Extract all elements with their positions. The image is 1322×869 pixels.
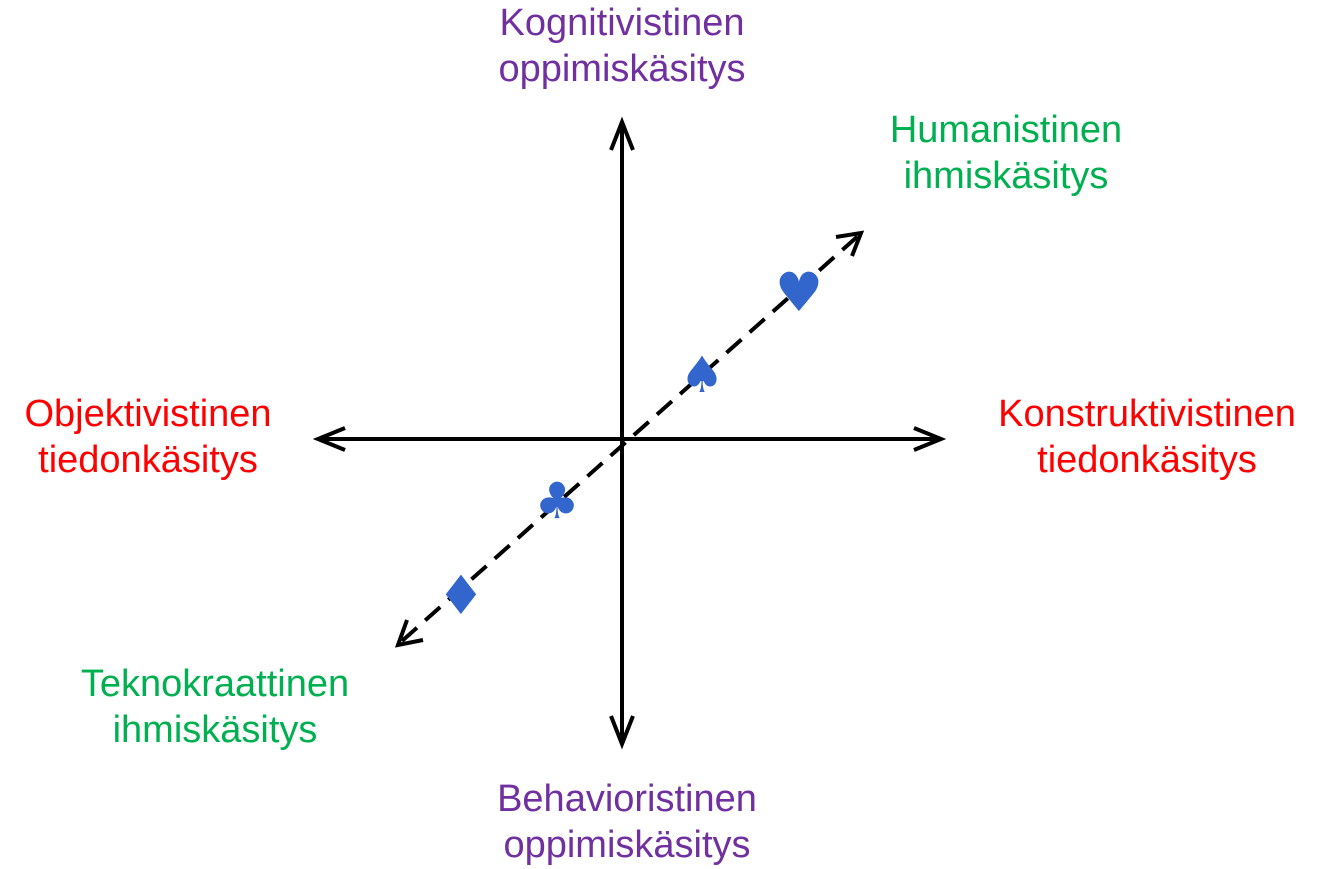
spade-icon: ♠ — [680, 346, 725, 404]
diagonal-axis-upper-arrowhead — [835, 230, 865, 257]
bottom-axis-label-line1: Behavioristinen — [497, 778, 757, 820]
diagonal-axis — [400, 234, 860, 643]
lower-left-axis-label: Teknokraattinen ihmiskäsitys — [45, 661, 385, 753]
bottom-axis-label: Behavioristinen oppimiskäsitys — [477, 776, 777, 868]
horizontal-axis-right-arrowhead — [913, 426, 947, 452]
top-axis-label: Kognitivistinen oppimiskäsitys — [482, 0, 762, 92]
diagonal-axis-lower-arrowhead — [394, 619, 424, 648]
bottom-axis-label-line2: oppimiskäsitys — [503, 824, 751, 866]
left-axis-label-line2: tiedonkäsitys — [38, 439, 258, 481]
top-axis-label-line1: Kognitivistinen — [499, 2, 745, 44]
lower-left-axis-label-line2: ihmiskäsitys — [112, 709, 318, 751]
horizontal-axis-left-arrowhead — [312, 426, 346, 452]
vertical-axis-bottom-arrowhead — [609, 715, 635, 750]
lower-left-axis-label-line1: Teknokraattinen — [80, 663, 350, 705]
right-axis-label-line2: tiedonkäsitys — [1037, 439, 1257, 481]
right-axis-label-line1: Konstruktivistinen — [998, 393, 1296, 435]
diamond-icon: ♦ — [437, 564, 485, 627]
vertical-axis-top-arrowhead — [609, 116, 635, 151]
upper-right-axis-label-line2: ihmiskäsitys — [903, 155, 1109, 197]
upper-right-axis-label-line1: Humanistinen — [889, 109, 1123, 151]
top-axis-label-line2: oppimiskäsitys — [498, 48, 746, 90]
heart-icon: ♥ — [775, 261, 823, 324]
upper-right-axis-label: Humanistinen ihmiskäsitys — [861, 107, 1151, 199]
left-axis-label: Objektivistinen tiedonkäsitys — [0, 391, 296, 483]
club-icon: ♣ — [535, 472, 580, 530]
right-axis-label: Konstruktivistinen tiedonkäsitys — [972, 391, 1322, 483]
left-axis-label-line1: Objektivistinen — [24, 393, 272, 435]
